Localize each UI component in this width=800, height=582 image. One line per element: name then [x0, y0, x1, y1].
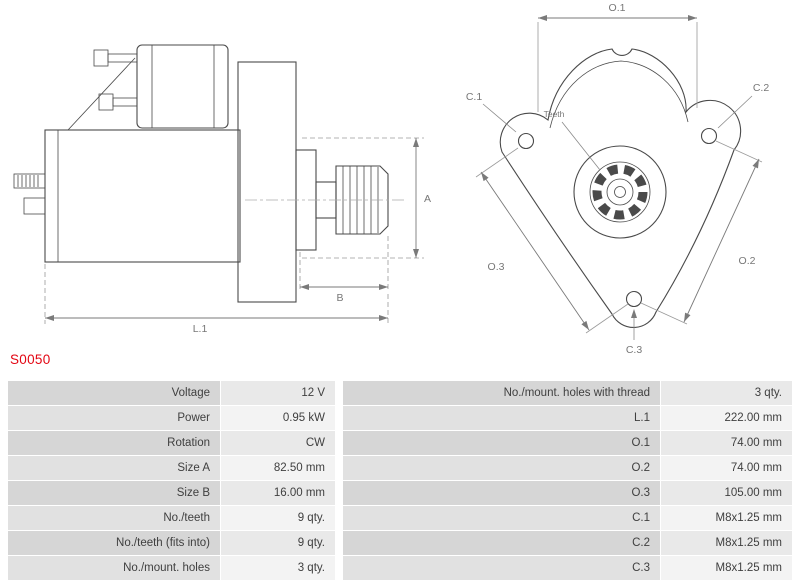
table-row: Size B 16.00 mm: [8, 481, 335, 506]
spec-value: M8x1.25 mm: [660, 531, 792, 556]
table-row: O.2 74.00 mm: [343, 456, 792, 481]
spec-value: CW: [220, 431, 335, 456]
table-row: Power 0.95 kW: [8, 406, 335, 431]
spec-label: No./teeth: [8, 506, 220, 531]
mount-hole-c2: [700, 127, 718, 145]
spec-label: No./teeth (fits into): [8, 531, 220, 556]
spec-label: Voltage: [8, 381, 220, 406]
dim-b-label: B: [336, 292, 343, 304]
callout-c3: C.3: [626, 309, 643, 356]
spec-value: 74.00 mm: [660, 431, 792, 456]
dimension-o2: O.2: [640, 140, 763, 325]
dim-c3-label: C.3: [626, 344, 643, 356]
table-row: No./teeth (fits into) 9 qty.: [8, 531, 335, 556]
dim-l1-label: L.1: [193, 323, 208, 335]
spec-label: O.1: [343, 431, 660, 456]
dimension-o1: O.1: [537, 2, 698, 112]
table-row: Size A 82.50 mm: [8, 456, 335, 481]
spec-value: 12 V: [220, 381, 335, 406]
mount-hole-c1: [517, 132, 535, 150]
dimension-l1: L.1: [44, 264, 389, 335]
dim-o3-label: O.3: [488, 261, 505, 273]
dimension-a: A: [302, 137, 431, 259]
spec-label: Size A: [8, 456, 220, 481]
table-row: C.1 M8x1.25 mm: [343, 506, 792, 531]
spec-value: 105.00 mm: [660, 481, 792, 506]
table-row: No./mount. holes with thread 3 qty.: [343, 381, 792, 406]
mount-hole-c3: [625, 290, 643, 308]
spec-table-right: No./mount. holes with thread 3 qty. L.1 …: [343, 381, 792, 581]
dimension-b: B: [299, 236, 389, 304]
side-view-diagram: A B L.1: [13, 44, 431, 335]
front-view-diagram: O.1 O.3 O.2 C.1 C.2: [466, 2, 770, 356]
dim-a-label: A: [424, 193, 431, 205]
through-bolt: [13, 173, 46, 215]
callout-teeth: Teeth: [544, 109, 601, 171]
spec-table-left: Voltage 12 V Power 0.95 kW Rotation CW S…: [8, 381, 335, 581]
spec-value: 82.50 mm: [220, 456, 335, 481]
spec-value: 3 qty.: [220, 556, 335, 581]
table-row: No./mount. holes 3 qty.: [8, 556, 335, 581]
spec-value: 0.95 kW: [220, 406, 335, 431]
spec-label: C.1: [343, 506, 660, 531]
spec-label: Size B: [8, 481, 220, 506]
pinion-bore: [573, 145, 667, 239]
spec-label: Rotation: [8, 431, 220, 456]
spec-label: No./mount. holes with thread: [343, 381, 660, 406]
table-row: Voltage 12 V: [8, 381, 335, 406]
pinion-gear: [335, 165, 389, 235]
spec-value: 9 qty.: [220, 506, 335, 531]
starter-motor-side: [13, 44, 405, 303]
callout-c1: C.1: [466, 91, 517, 133]
spec-label: C.3: [343, 556, 660, 581]
spec-label: C.2: [343, 531, 660, 556]
callout-c2: C.2: [717, 82, 770, 129]
table-row: C.2 M8x1.25 mm: [343, 531, 792, 556]
table-row: No./teeth 9 qty.: [8, 506, 335, 531]
spec-label: No./mount. holes: [8, 556, 220, 581]
spec-value: M8x1.25 mm: [660, 556, 792, 581]
solenoid: [136, 44, 229, 129]
spec-label: O.2: [343, 456, 660, 481]
teeth-label: Teeth: [544, 109, 565, 119]
part-number: S0050: [10, 352, 51, 367]
spec-value: 3 qty.: [660, 381, 792, 406]
table-row: O.1 74.00 mm: [343, 431, 792, 456]
dim-o2-label: O.2: [739, 255, 756, 267]
spec-label: O.3: [343, 481, 660, 506]
pinion-teeth: [342, 166, 379, 234]
spec-label: L.1: [343, 406, 660, 431]
spec-tables: Voltage 12 V Power 0.95 kW Rotation CW S…: [8, 381, 792, 581]
motor-body: [44, 129, 241, 263]
spec-value: 74.00 mm: [660, 456, 792, 481]
dim-o1-label: O.1: [609, 2, 626, 14]
mounting-flange: [499, 48, 742, 328]
table-row: C.3 M8x1.25 mm: [343, 556, 792, 581]
dim-c1-label: C.1: [466, 91, 483, 103]
spec-value: 9 qty.: [220, 531, 335, 556]
spec-value: M8x1.25 mm: [660, 506, 792, 531]
dim-c2-label: C.2: [753, 82, 770, 94]
spline-teeth: [592, 164, 648, 220]
spec-value: 222.00 mm: [660, 406, 792, 431]
front-bracket: [237, 61, 297, 303]
bracket-line: [67, 57, 136, 131]
table-row: L.1 222.00 mm: [343, 406, 792, 431]
terminal-bolts: [93, 49, 138, 111]
spec-label: Power: [8, 406, 220, 431]
dimension-o3: O.3: [475, 147, 629, 334]
spec-value: 16.00 mm: [220, 481, 335, 506]
table-row: O.3 105.00 mm: [343, 481, 792, 506]
table-row: Rotation CW: [8, 431, 335, 456]
